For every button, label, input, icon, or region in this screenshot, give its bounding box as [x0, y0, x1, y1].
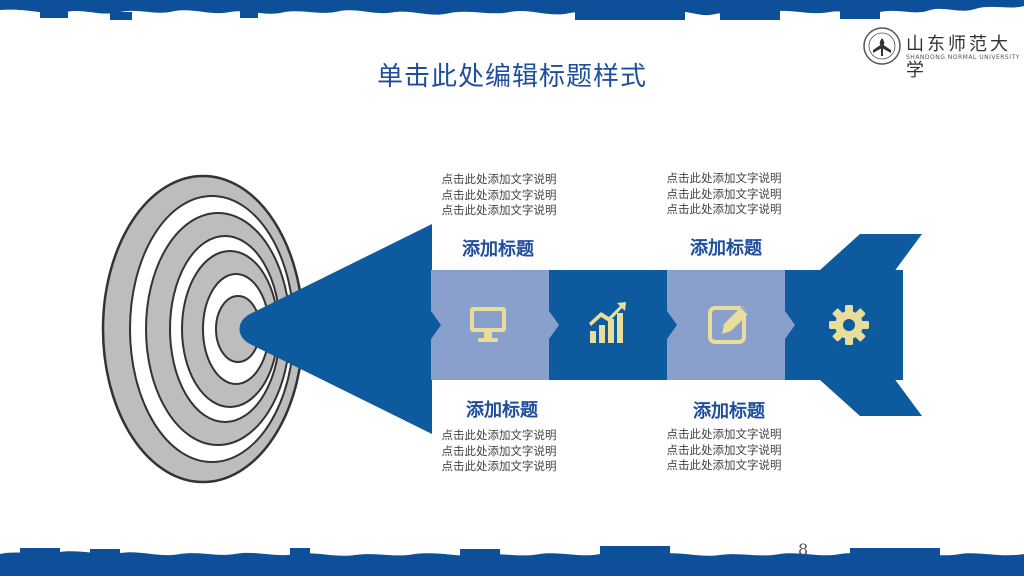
item-2-description: 点击此处添加文字说明 点击此处添加文字说明 点击此处添加文字说明	[441, 428, 557, 473]
university-subtitle: SHANDONG NORMAL UNIVERSITY	[906, 54, 1020, 61]
edit-icon	[708, 306, 749, 344]
target-icon	[101, 174, 305, 484]
chart-growth-icon	[589, 302, 626, 343]
bottom-brush-decoration	[0, 546, 1024, 576]
university-seal-icon	[863, 27, 901, 65]
top-brush-decoration	[0, 0, 1024, 20]
monitor-icon	[470, 307, 506, 342]
tail-fin-top	[820, 234, 922, 284]
arrow-head	[239, 224, 432, 434]
item-1-description: 点击此处添加文字说明 点击此处添加文字说明 点击此处添加文字说明	[441, 172, 557, 217]
item-2-title[interactable]: 添加标题	[466, 400, 538, 421]
slide-title[interactable]: 单击此处编辑标题样式	[376, 62, 647, 92]
item-1-title[interactable]: 添加标题	[462, 239, 534, 260]
item-4-description: 点击此处添加文字说明 点击此处添加文字说明 点击此处添加文字说明	[666, 427, 782, 472]
item-3-description: 点击此处添加文字说明 点击此处添加文字说明 点击此处添加文字说明	[666, 171, 782, 216]
university-logo: 山东师范大学 SHANDONG NORMAL UNIVERSITY	[860, 26, 1020, 81]
page-number: 8	[798, 540, 809, 559]
tail-fin-bottom	[820, 366, 922, 416]
item-4-title[interactable]: 添加标题	[693, 401, 765, 422]
university-name: 山东师范大学	[906, 34, 1011, 81]
item-3-title[interactable]: 添加标题	[690, 238, 762, 259]
gear-icon	[829, 305, 869, 345]
